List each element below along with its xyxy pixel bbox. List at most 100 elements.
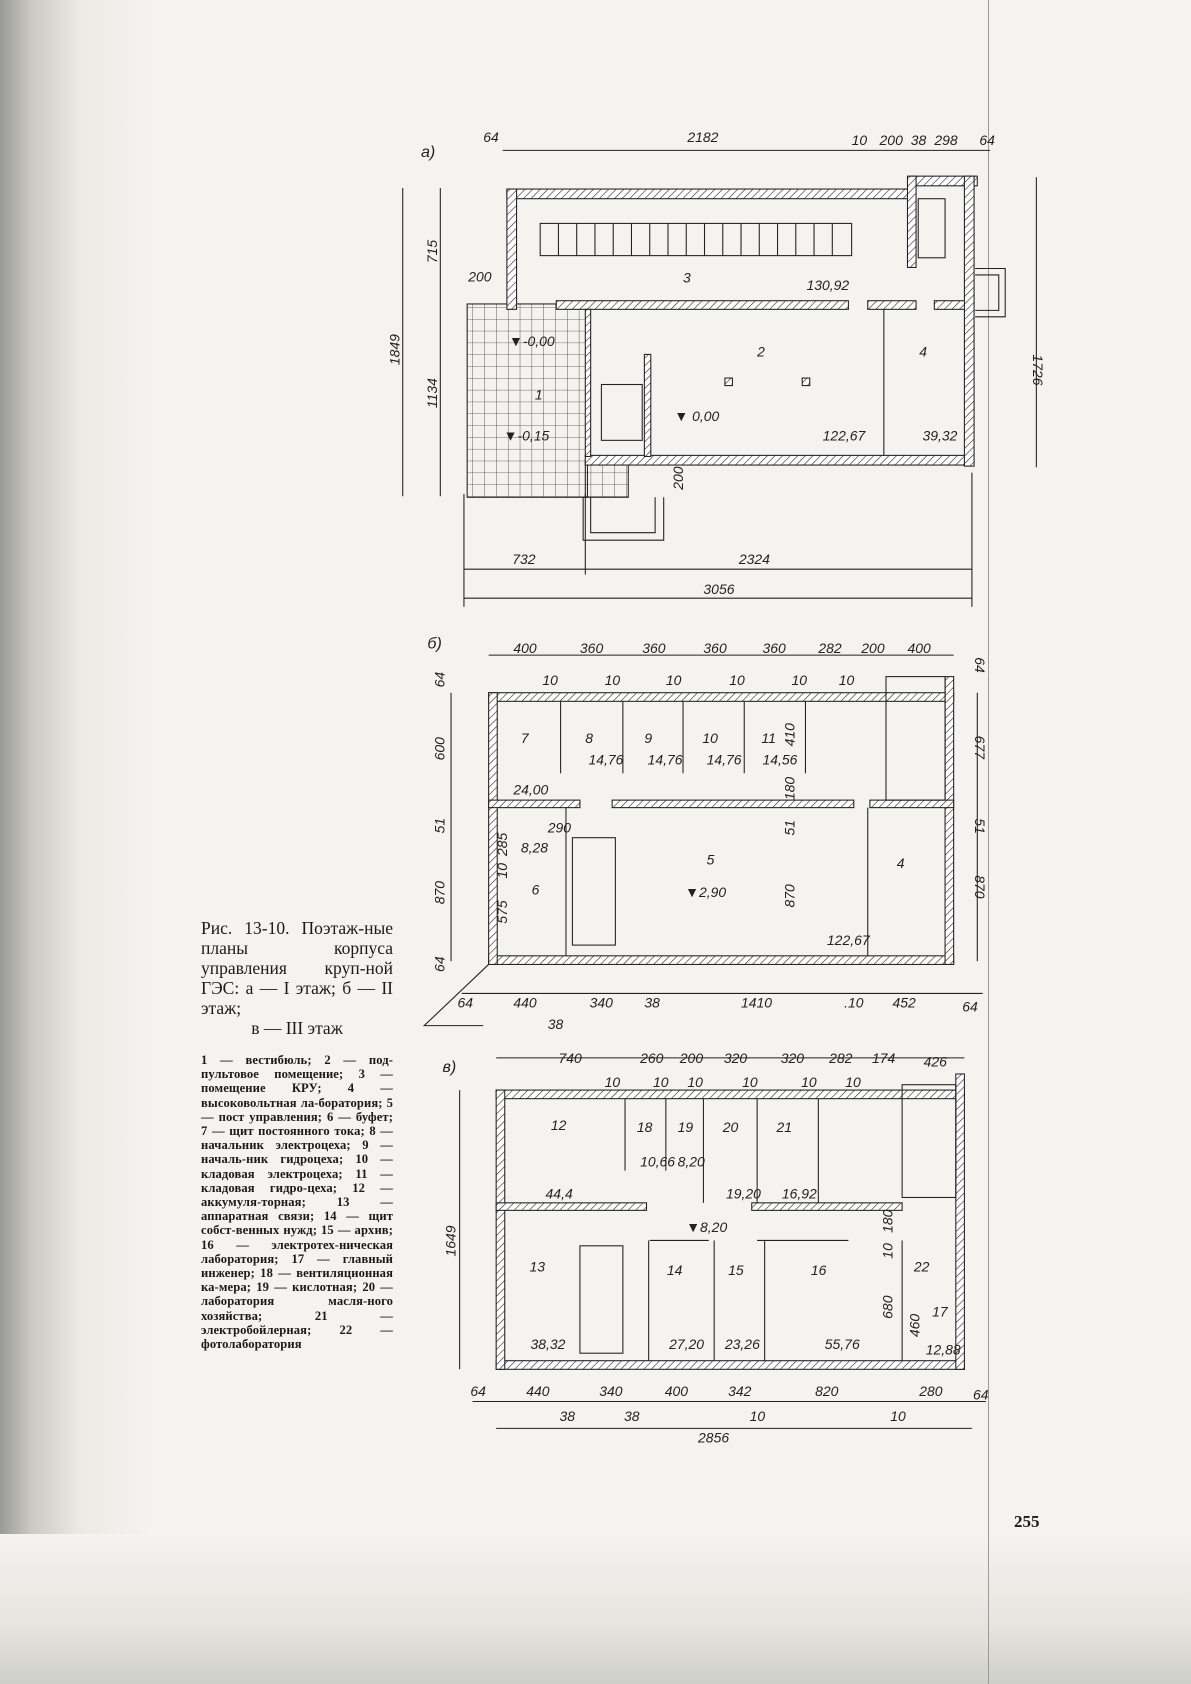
exterior-stair bbox=[975, 267, 1006, 318]
area: 39,32 bbox=[923, 427, 958, 443]
dim: 64 bbox=[483, 129, 499, 145]
dim: 600 bbox=[432, 737, 448, 761]
dim: 320 bbox=[724, 1050, 748, 1066]
dim: 10 bbox=[845, 1074, 861, 1090]
area: 130,92 bbox=[807, 277, 850, 293]
dim: 360 bbox=[762, 640, 786, 656]
dim: 10 bbox=[742, 1074, 758, 1090]
dim: 51 bbox=[782, 820, 798, 836]
dim: 870 bbox=[432, 881, 448, 905]
area: 10,66 bbox=[640, 1153, 675, 1169]
room-number: 7 bbox=[521, 730, 530, 746]
stair bbox=[600, 383, 643, 441]
room-number: 18 bbox=[637, 1119, 653, 1135]
dim: 290 bbox=[547, 819, 572, 835]
room-number: 13 bbox=[529, 1259, 545, 1275]
dim: 285 bbox=[494, 832, 510, 857]
room-number: 5 bbox=[707, 852, 715, 868]
dim: 715 bbox=[424, 240, 440, 264]
dim: 410 bbox=[782, 723, 798, 747]
dim: 10 bbox=[542, 672, 558, 688]
dim: 1726 bbox=[1030, 354, 1046, 385]
room-number: 21 bbox=[775, 1119, 792, 1135]
dim: 400 bbox=[907, 640, 931, 656]
dim: 360 bbox=[580, 640, 604, 656]
wall bbox=[963, 175, 975, 467]
dim: 340 bbox=[599, 1383, 623, 1399]
plan-c bbox=[459, 1057, 986, 1429]
room-number: 9 bbox=[644, 730, 652, 746]
room-number: 2 bbox=[756, 344, 765, 360]
level-mark: ▼ 0,00 bbox=[674, 408, 719, 424]
dim: 10 bbox=[801, 1074, 817, 1090]
area: 122,67 bbox=[827, 932, 871, 948]
stair bbox=[901, 1084, 957, 1199]
figure-legend: 1 — вестибюль; 2 — под-пультовое помещен… bbox=[201, 1053, 393, 1352]
dim: 440 bbox=[513, 994, 537, 1010]
dim: 10 bbox=[852, 132, 868, 148]
room-number: 4 bbox=[919, 344, 927, 360]
dim: 452 bbox=[892, 994, 916, 1010]
room-number: 14 bbox=[667, 1262, 683, 1278]
scan-shadow-bottom bbox=[0, 1534, 1191, 1684]
dim: 342 bbox=[728, 1383, 752, 1399]
plan-b bbox=[422, 654, 983, 1027]
dim: 1410 bbox=[741, 994, 772, 1010]
dim: 10 bbox=[605, 1074, 621, 1090]
area: 16,92 bbox=[782, 1186, 817, 1202]
dim: 280 bbox=[918, 1383, 943, 1399]
room-number: 10 bbox=[702, 730, 718, 746]
dim: 1849 bbox=[387, 334, 403, 365]
dim: 732 bbox=[512, 551, 536, 567]
dim: 64 bbox=[972, 657, 988, 673]
area: 14,56 bbox=[762, 752, 797, 768]
dim: 38 bbox=[911, 132, 927, 148]
dim: 64 bbox=[979, 132, 995, 148]
wall bbox=[495, 1089, 506, 1370]
room-number: 4 bbox=[897, 855, 905, 871]
area: 8,28 bbox=[521, 840, 548, 856]
room-number: 1 bbox=[535, 387, 543, 403]
dim: 320 bbox=[781, 1050, 805, 1066]
area: 19,20 bbox=[726, 1186, 761, 1202]
dim: 10 bbox=[653, 1074, 669, 1090]
dim: 3056 bbox=[703, 581, 734, 597]
wall bbox=[506, 188, 914, 200]
wall bbox=[506, 188, 518, 310]
plan-a-label: а) bbox=[421, 143, 435, 161]
dim: 174 bbox=[872, 1050, 896, 1066]
dim: 200 bbox=[679, 1050, 704, 1066]
dim: 440 bbox=[526, 1383, 550, 1399]
dim: 740 bbox=[558, 1050, 582, 1066]
area: 14,76 bbox=[648, 752, 683, 768]
area: 24,00 bbox=[512, 782, 548, 798]
wall bbox=[944, 676, 955, 965]
dim: 38 bbox=[548, 1016, 564, 1032]
wall bbox=[495, 1360, 965, 1370]
dim: 64 bbox=[432, 672, 448, 688]
room-number: 8 bbox=[585, 730, 593, 746]
dim: 677 bbox=[972, 736, 988, 761]
plan-c-label: в) bbox=[442, 1058, 456, 1076]
dim: 200 bbox=[467, 268, 492, 284]
room-number: 15 bbox=[728, 1262, 744, 1278]
stair bbox=[885, 676, 946, 801]
dim: 260 bbox=[639, 1050, 664, 1066]
level-mark: ▼-0,00 bbox=[509, 333, 555, 349]
dim: 820 bbox=[815, 1383, 839, 1399]
dim: 10 bbox=[879, 1243, 895, 1259]
vestibule-floor-tiles bbox=[466, 303, 588, 498]
dim: 10 bbox=[890, 1408, 906, 1424]
dim: 38 bbox=[624, 1408, 640, 1424]
dim: 200 bbox=[879, 132, 904, 148]
dim: 200 bbox=[860, 640, 885, 656]
dim: 360 bbox=[703, 640, 727, 656]
area: 27,20 bbox=[668, 1336, 704, 1352]
page-fold-line bbox=[988, 0, 989, 1684]
stair bbox=[917, 198, 946, 259]
dim: 10 bbox=[605, 672, 621, 688]
wall bbox=[488, 955, 955, 965]
dim: 400 bbox=[513, 640, 537, 656]
wall bbox=[488, 692, 955, 702]
dim: 10 bbox=[791, 672, 807, 688]
